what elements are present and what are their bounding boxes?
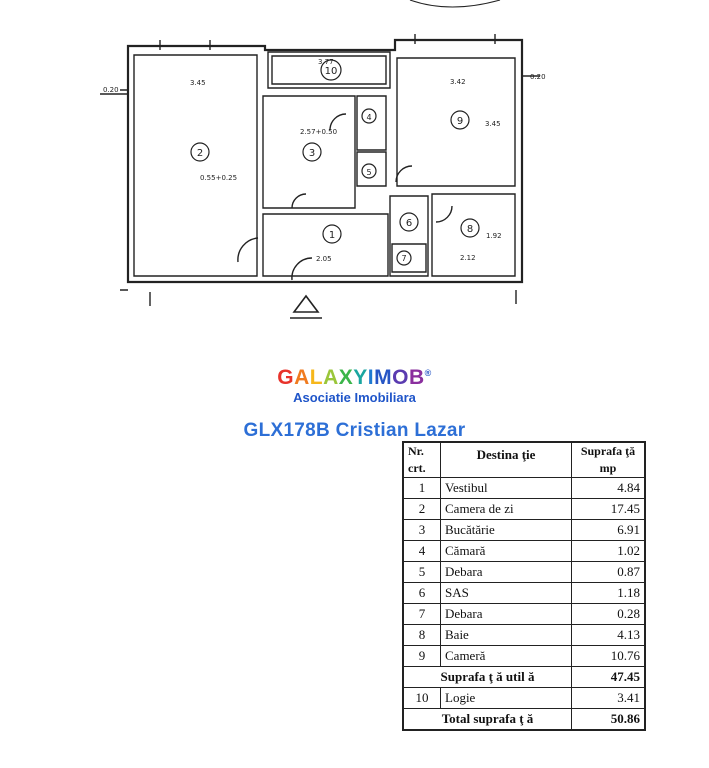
table-header-row: Nr. crt. Destina ţie Suprafa ţă mp (402, 441, 646, 478)
room-area: 4.84 (571, 477, 646, 499)
svg-text:2.57+0.50: 2.57+0.50 (300, 128, 337, 136)
room-number-2: 2 (197, 148, 203, 159)
room-number-4: 4 (366, 113, 371, 122)
svg-text:3.42: 3.42 (450, 78, 466, 86)
brand-letter: X (338, 366, 354, 389)
room-nr: 6 (402, 582, 441, 604)
brand-letter: L (309, 366, 324, 389)
brand-logo: GALAXYIMOB® (0, 366, 709, 390)
brand-letter: O (392, 366, 409, 389)
room-name: Baie (440, 624, 572, 646)
room-nr: 2 (402, 498, 441, 520)
room-nr: 7 (402, 603, 441, 625)
header-area-line2: mp (599, 461, 617, 475)
room-name: Cămară (440, 540, 572, 562)
header-nr: Nr. crt. (402, 441, 441, 478)
logie-area: 3.41 (571, 687, 646, 709)
room-nr: 9 (402, 645, 441, 667)
agent-label: GLX178B Cristian Lazar (243, 420, 466, 441)
room-nr: 4 (402, 540, 441, 562)
room-name: Vestibul (440, 477, 572, 499)
total-area-value: 50.86 (571, 708, 646, 731)
room-number-7: 7 (401, 254, 406, 263)
room-name: Debara (440, 603, 572, 625)
room-area: 6.91 (571, 519, 646, 541)
registered-mark: ® (424, 368, 432, 378)
room-nr: 5 (402, 561, 441, 583)
svg-text:1.92: 1.92 (486, 232, 502, 240)
logie-row: 10 Logie 3.41 (402, 687, 646, 709)
room-name: SAS (440, 582, 572, 604)
svg-text:0.20: 0.20 (103, 86, 119, 94)
room-area: 0.28 (571, 603, 646, 625)
brand-letter: A (323, 366, 339, 389)
room-number-10: 10 (325, 66, 338, 77)
logie-name: Logie (440, 687, 572, 709)
svg-text:2.05: 2.05 (316, 255, 332, 263)
room-number-3: 3 (309, 148, 315, 159)
useful-area-row: Suprafa ţ ă util ă 47.45 (402, 666, 646, 688)
svg-text:2.12: 2.12 (460, 254, 476, 262)
svg-text:3.45: 3.45 (485, 120, 501, 128)
room-name: Debara (440, 561, 572, 583)
room-area: 1.18 (571, 582, 646, 604)
room-area: 0.87 (571, 561, 646, 583)
room-name: Cameră (440, 645, 572, 667)
room-number-9: 9 (457, 116, 463, 127)
room-area: 4.13 (571, 624, 646, 646)
floor-plan: 3.45 3.77 3.42 3.45 2.57+0.50 0.55+0.25 … (100, 0, 546, 319)
brand-letter: B (408, 366, 425, 389)
total-area-label: Total suprafa ţ ă (402, 708, 572, 731)
room-number-5: 5 (366, 168, 371, 177)
header-nr-line1: Nr. (408, 444, 424, 458)
room-number-1: 1 (329, 230, 335, 241)
room-nr: 1 (402, 477, 441, 499)
room-area: 10.76 (571, 645, 646, 667)
svg-text:3.45: 3.45 (190, 79, 206, 87)
room-name: Camera de zi (440, 498, 572, 520)
room-number-6: 6 (406, 218, 412, 229)
useful-area-label: Suprafa ţ ă util ă (402, 666, 572, 688)
room-nr: 3 (402, 519, 441, 541)
brand-letter: M (374, 366, 393, 389)
header-destination: Destina ţie (440, 441, 572, 478)
svg-text:0.55+0.25: 0.55+0.25 (200, 174, 237, 182)
useful-area-value: 47.45 (571, 666, 646, 688)
header-area-line1: Suprafa ţă (580, 444, 636, 458)
brand-letter: A (294, 366, 310, 389)
logie-nr: 10 (402, 687, 441, 709)
room-area: 17.45 (571, 498, 646, 520)
header-nr-line2: crt. (408, 461, 426, 475)
brand-subtitle: Asociatie Imobiliara (293, 390, 416, 405)
brand-letter: G (277, 366, 295, 389)
room-name: Bucătărie (440, 519, 572, 541)
brand-letter: I (367, 366, 375, 389)
room-area: 1.02 (571, 540, 646, 562)
svg-text:0.20: 0.20 (530, 73, 546, 81)
brand-letter: Y (353, 366, 368, 389)
room-nr: 8 (402, 624, 441, 646)
room-number-8: 8 (467, 224, 473, 235)
total-area-row: Total suprafa ţ ă 50.86 (402, 708, 646, 731)
header-area: Suprafa ţă mp (571, 441, 646, 478)
